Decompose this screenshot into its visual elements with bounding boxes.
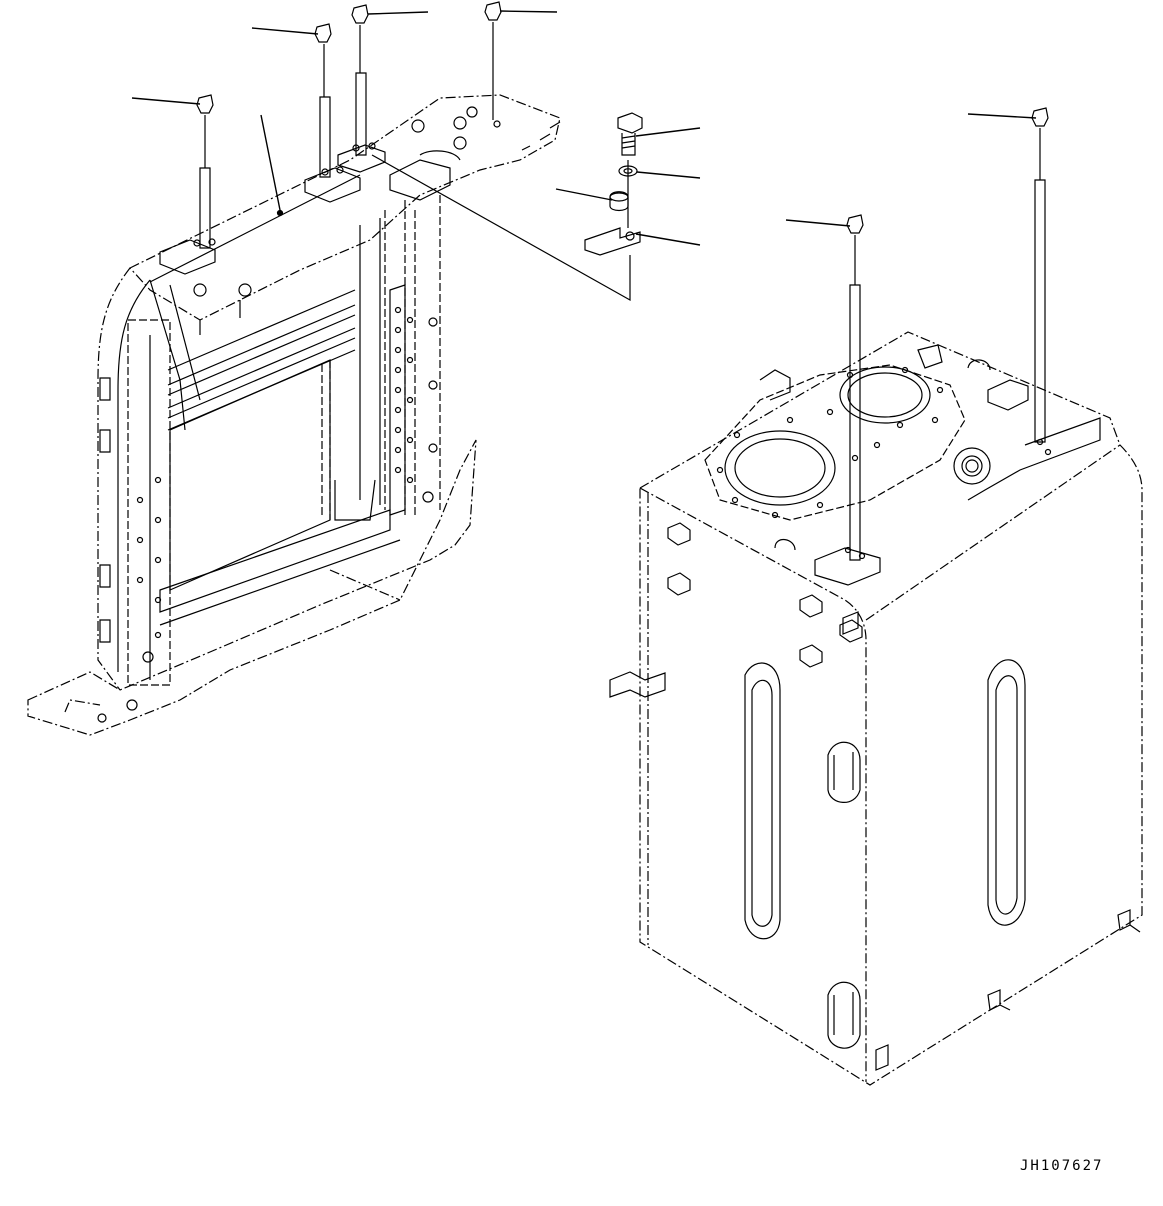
stud-shaft xyxy=(200,168,210,248)
stud-cap xyxy=(197,95,213,113)
frame-right-posts xyxy=(335,195,440,520)
tank-assembly xyxy=(610,332,1142,1085)
stud-cap xyxy=(847,215,863,233)
tank-hook-front xyxy=(775,540,795,550)
tank-port-left xyxy=(725,431,835,505)
tank-front-edge xyxy=(640,488,866,1082)
frame-bottom-rail xyxy=(160,510,390,612)
tank-fitting xyxy=(876,1045,888,1070)
radiator-opening xyxy=(170,360,330,590)
frame-left-curve xyxy=(98,268,130,690)
tank-top-plate xyxy=(705,365,965,520)
drawing-reference-code: JH107627 xyxy=(1020,1158,1104,1174)
frame-rungs xyxy=(168,290,355,430)
stud-shaft xyxy=(850,285,860,560)
leader-lines xyxy=(132,11,1036,245)
tank-handle xyxy=(968,360,990,370)
tank-hook xyxy=(918,345,942,368)
tank-hook xyxy=(760,370,790,400)
tank-rail xyxy=(968,418,1100,500)
top-plate-edge xyxy=(150,175,360,335)
stud-cap xyxy=(352,5,368,23)
top-plate-slots xyxy=(522,122,560,150)
tank-fitting xyxy=(1118,910,1140,932)
tank-drain-plate xyxy=(828,742,860,802)
top-plate xyxy=(130,95,560,320)
floor-plate-step xyxy=(65,570,400,712)
frame-post-holes xyxy=(138,308,438,663)
callout-studs xyxy=(197,2,1048,560)
tank-fitting xyxy=(988,990,1010,1010)
floor-hole xyxy=(127,700,137,710)
stud-cap xyxy=(485,2,501,20)
tank-side-clamp xyxy=(610,672,665,697)
frame-side-clips xyxy=(100,378,110,642)
tank-top xyxy=(640,332,1142,1085)
tank-port-right xyxy=(840,367,930,423)
tank-plate-holes xyxy=(718,368,943,518)
frame-assembly xyxy=(28,95,560,735)
tank-face-nuts xyxy=(668,523,862,667)
tank-sight-window-left xyxy=(745,663,780,939)
frame-left-curve-inner xyxy=(118,280,150,672)
floor-plate-outline xyxy=(28,440,476,735)
tank-pad xyxy=(988,380,1028,410)
tank-fitting xyxy=(843,612,858,634)
clamp-bracket xyxy=(585,228,640,255)
top-mount-pads xyxy=(160,107,500,296)
stud-cap xyxy=(1032,108,1048,126)
frame-left-post xyxy=(128,320,170,685)
stud-shaft xyxy=(1035,180,1045,442)
hex-bolt xyxy=(618,113,642,155)
tank-cap xyxy=(954,448,990,484)
stud-shaft xyxy=(356,73,366,155)
stud-shaft xyxy=(320,97,330,177)
stud-cap xyxy=(315,24,331,42)
floor-hole xyxy=(98,714,106,722)
bracket-detail xyxy=(372,113,642,300)
tank-top-edge xyxy=(866,445,1120,620)
tank-front-pad xyxy=(815,548,880,585)
tank-sight-window-right xyxy=(988,660,1025,925)
detail-link-line xyxy=(372,155,630,300)
tank-drain-plate xyxy=(828,982,860,1048)
